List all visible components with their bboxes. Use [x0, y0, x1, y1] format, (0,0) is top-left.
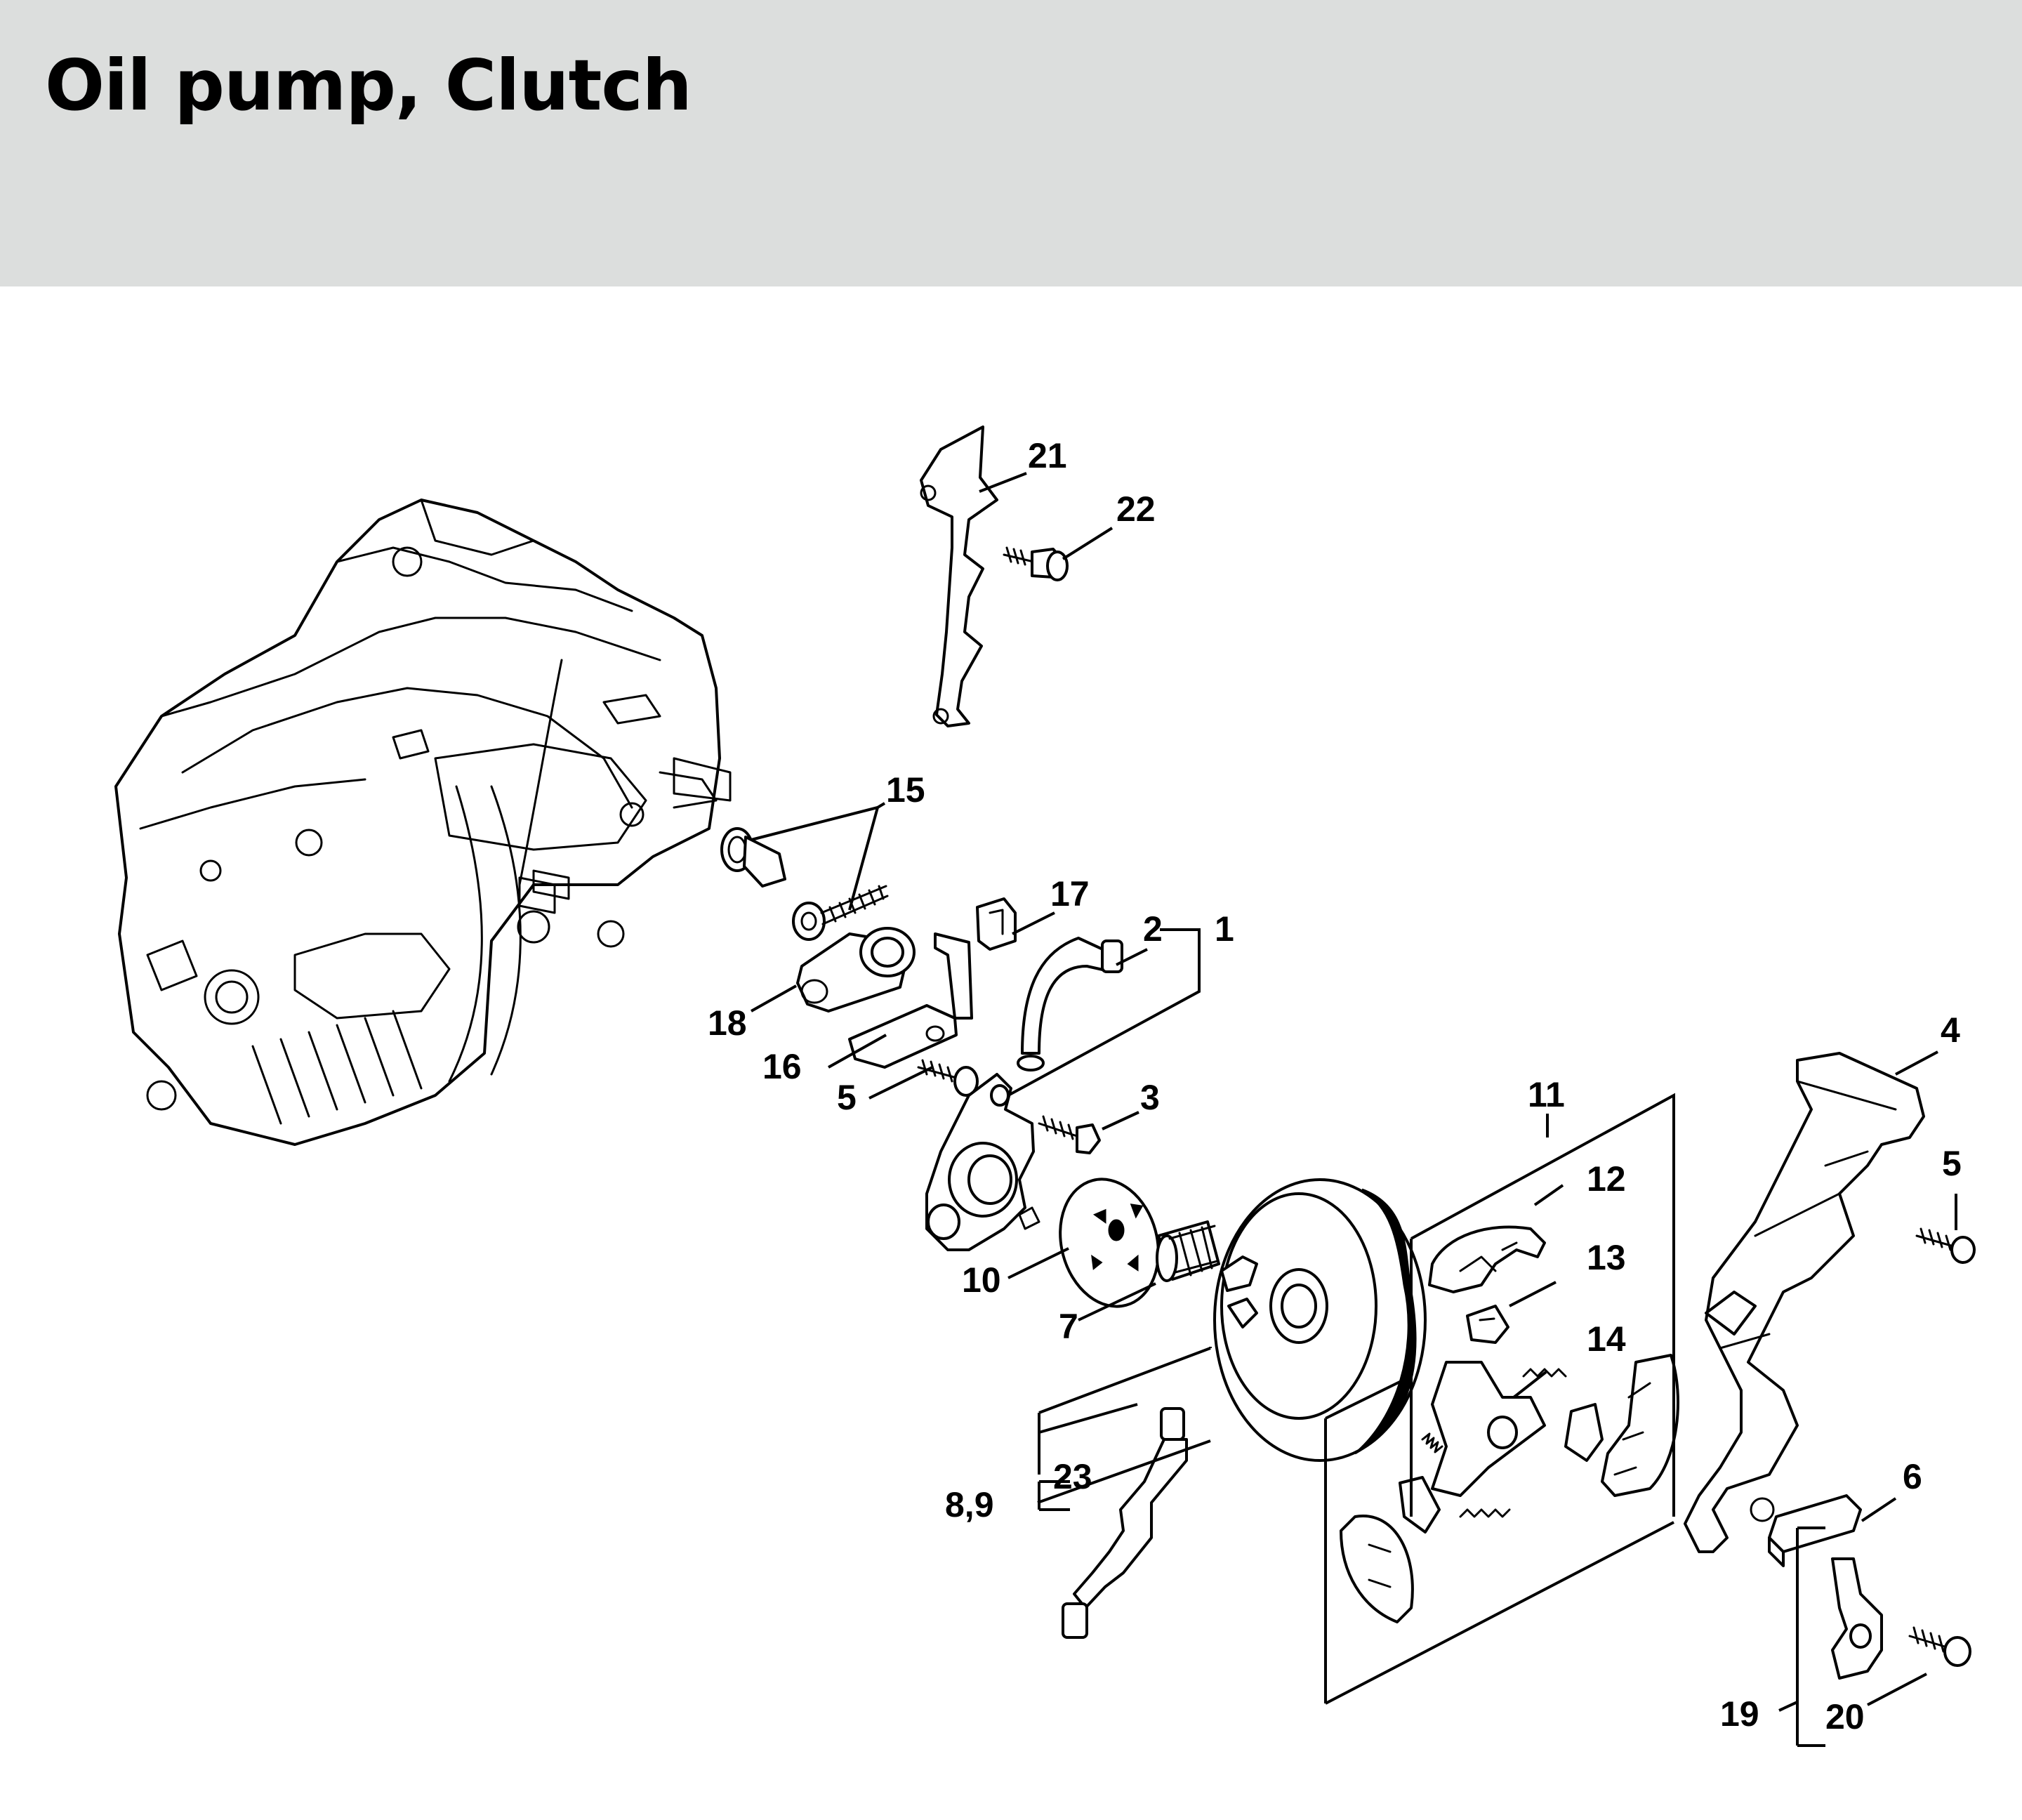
exploded-parts-diagram: 21 22 15 17 2 1 18 16 5 3 10 7 23 8,9 11… [114, 426, 1976, 1747]
callout-12: 12 [1587, 1159, 1626, 1199]
part-13-spring-clip [1466, 1305, 1509, 1344]
part-23-spur [1062, 1407, 1188, 1639]
engine-housing [114, 499, 732, 1146]
part-8-9-clutch-drum [1213, 1178, 1427, 1462]
callout-6: 6 [1903, 1457, 1922, 1496]
part-3-screw [1038, 1115, 1101, 1154]
callout-5-left: 5 [837, 1078, 857, 1117]
callout-1: 1 [1215, 909, 1234, 949]
callout-14: 14 [1587, 1319, 1626, 1359]
part-15-worm [792, 885, 889, 941]
part-1-oil-pump [925, 1073, 1040, 1251]
clutch-carrier [1431, 1361, 1546, 1497]
part-6-pad [1768, 1494, 1862, 1567]
callout-22: 22 [1116, 489, 1156, 529]
callout-13: 13 [1587, 1238, 1626, 1277]
callout-11: 11 [1528, 1075, 1565, 1114]
clutch-shoe-pieces [1340, 1354, 1679, 1623]
callout-23: 23 [1053, 1457, 1092, 1496]
callout-17: 17 [1050, 874, 1090, 914]
callout-15: 15 [886, 770, 925, 810]
callout-5-right: 5 [1942, 1144, 1962, 1183]
part-21-spiked-bumper [920, 426, 998, 727]
part-17-clip [976, 897, 1017, 951]
part-20-screw [1908, 1626, 1971, 1667]
part-10-thrust-washer [1059, 1178, 1160, 1308]
callout-2: 2 [1143, 909, 1163, 949]
callout-8-9: 8,9 [945, 1485, 994, 1524]
callout-16: 16 [762, 1047, 802, 1086]
callout-7: 7 [1059, 1307, 1078, 1346]
part-14-springs [1421, 1368, 1567, 1518]
part-22-screw [1003, 546, 1069, 581]
part-2-oil-hose [1017, 937, 1123, 1071]
part-7-needle-cage [1156, 1220, 1220, 1282]
callout-20: 20 [1825, 1697, 1865, 1736]
part-5-screw-upper [917, 1059, 979, 1097]
callout-3: 3 [1140, 1078, 1160, 1117]
callout-18: 18 [708, 1003, 747, 1043]
callout-10: 10 [962, 1260, 1001, 1300]
part-19-buffer [1831, 1557, 1883, 1680]
part-15-drive-gear [720, 827, 786, 888]
page-title: Oil pump, Clutch [45, 44, 692, 126]
part-18-adjuster [796, 927, 916, 1013]
part-12-clutch-shoe [1428, 1225, 1546, 1293]
part-4-brake-lever [1684, 1052, 1925, 1553]
part-16-plate [848, 932, 973, 1069]
callout-21: 21 [1028, 436, 1067, 475]
callout-labels: 21 22 15 17 2 1 18 16 5 3 10 7 23 8,9 11… [708, 436, 1962, 1736]
callout-19: 19 [1720, 1694, 1759, 1734]
leader-lines [751, 472, 1957, 1747]
callout-4: 4 [1941, 1010, 1960, 1050]
title-banner: Oil pump, Clutch [0, 0, 2022, 286]
part-5-screw-right [1915, 1227, 1976, 1264]
